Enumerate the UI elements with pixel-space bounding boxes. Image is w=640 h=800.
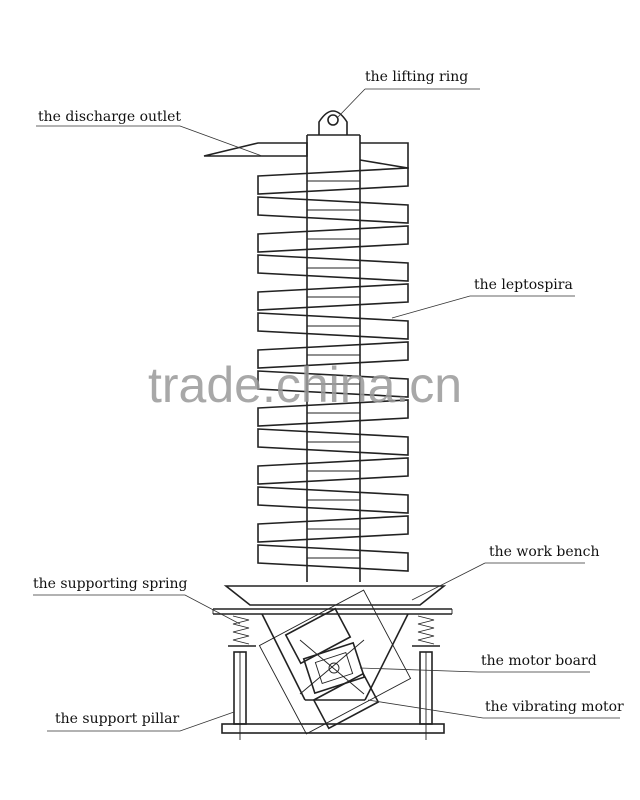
discharge-outlet (203, 142, 409, 169)
support-pillar-left (233, 651, 247, 740)
spiral-flight (257, 370, 409, 398)
label-lifting-ring: the lifting ring (365, 69, 468, 85)
label-work-bench: the work bench (489, 544, 600, 560)
spiral-flight (257, 399, 409, 427)
base-plate (221, 723, 445, 734)
spiral-flight (257, 283, 409, 311)
label-support-pillar: the support pillar (55, 711, 179, 727)
spiral-flight (257, 225, 409, 253)
spiral-flight (257, 254, 409, 282)
spiral-flight (257, 457, 409, 485)
spiral-leptospira (257, 167, 409, 572)
motor-board (302, 641, 366, 695)
label-supporting-spring: the supporting spring (33, 576, 187, 592)
spiral-flight (257, 486, 409, 514)
spiral-flight (257, 428, 409, 456)
leader-lines (33, 88, 620, 732)
spiral-flight (257, 167, 409, 195)
work-bench (212, 585, 453, 701)
label-discharge-outlet: the discharge outlet (38, 109, 181, 125)
spiral-flight (257, 544, 409, 572)
spiral-flight (257, 312, 409, 340)
spiral-flight (257, 196, 409, 224)
label-motor-board: the motor board (481, 653, 597, 669)
supporting-spring-right (412, 615, 440, 647)
label-vibrating-motor: the vibrating motor (485, 699, 624, 715)
support-pillar-right (419, 651, 433, 740)
lifting-ring (318, 110, 348, 135)
spiral-flight (257, 515, 409, 543)
supporting-spring-left (228, 615, 256, 647)
label-leptospira: the leptospira (474, 277, 573, 293)
vibrating-motor (258, 589, 412, 735)
watermark-text: trade.china.cn (148, 357, 462, 413)
spiral-flight (257, 341, 409, 369)
